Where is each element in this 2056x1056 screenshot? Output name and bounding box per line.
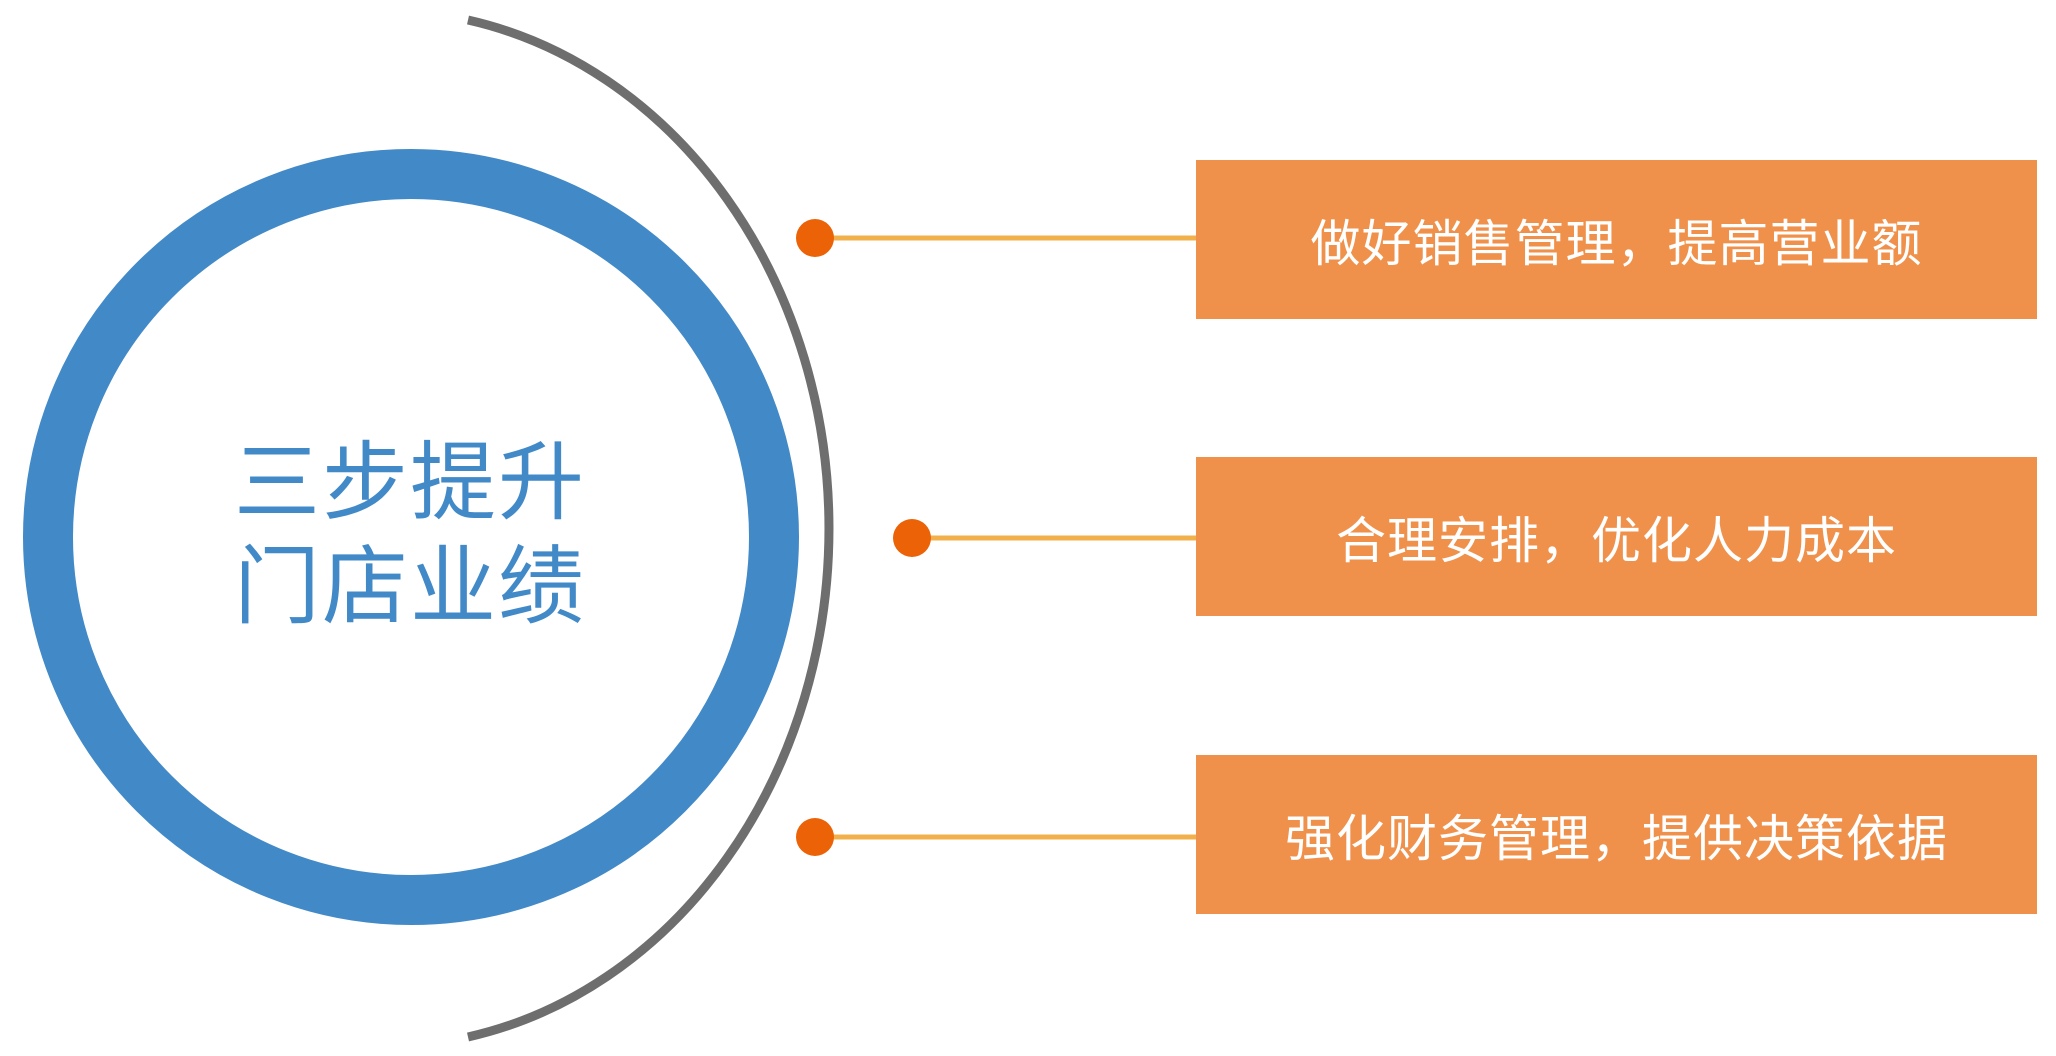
step-box-staffing: 合理安排，优化人力成本 xyxy=(1196,457,2037,616)
step-box-finance: 强化财务管理，提供决策依据 xyxy=(1196,755,2037,914)
center-title: 三步提升 门店业绩 xyxy=(60,430,760,640)
connector-dot-2 xyxy=(893,519,931,557)
center-title-line-2: 门店业绩 xyxy=(234,537,586,637)
step-label-finance: 强化财务管理，提供决策依据 xyxy=(1285,809,1948,868)
connector-dot-3 xyxy=(796,818,834,856)
step-label-sales: 做好销售管理，提高营业额 xyxy=(1310,214,1923,273)
step-box-sales: 做好销售管理，提高营业额 xyxy=(1196,160,2037,319)
step-label-staffing: 合理安排，优化人力成本 xyxy=(1336,511,1897,570)
connector-dot-1 xyxy=(796,219,834,257)
center-title-line-1: 三步提升 xyxy=(234,433,586,533)
center-ring xyxy=(23,149,799,925)
outer-arc xyxy=(467,15,834,1042)
